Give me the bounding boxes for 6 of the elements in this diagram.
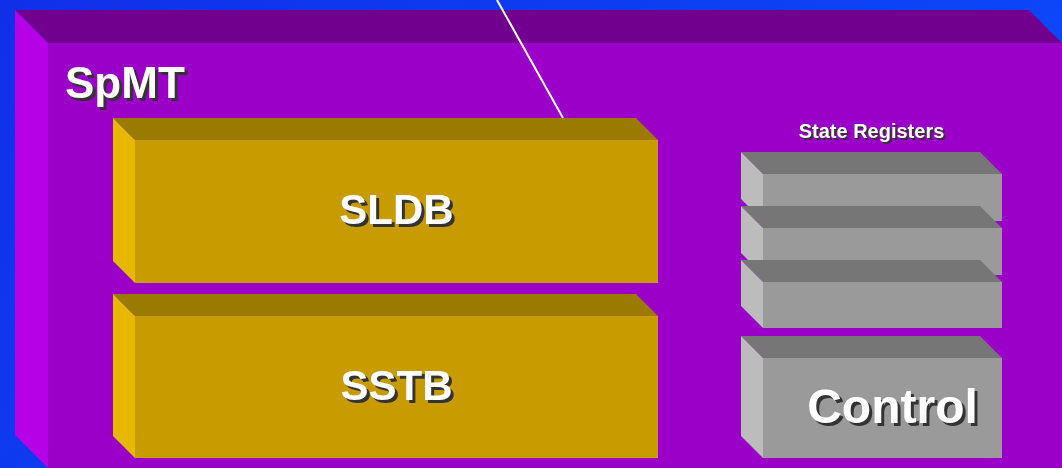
block-label: SLDB	[338, 186, 455, 235]
block-label: SpMT	[65, 58, 185, 108]
block-label: Control	[806, 379, 979, 435]
block-label: SSTB	[339, 361, 454, 410]
connector-line	[496, 0, 564, 119]
group-heading: State Registers	[797, 120, 946, 143]
